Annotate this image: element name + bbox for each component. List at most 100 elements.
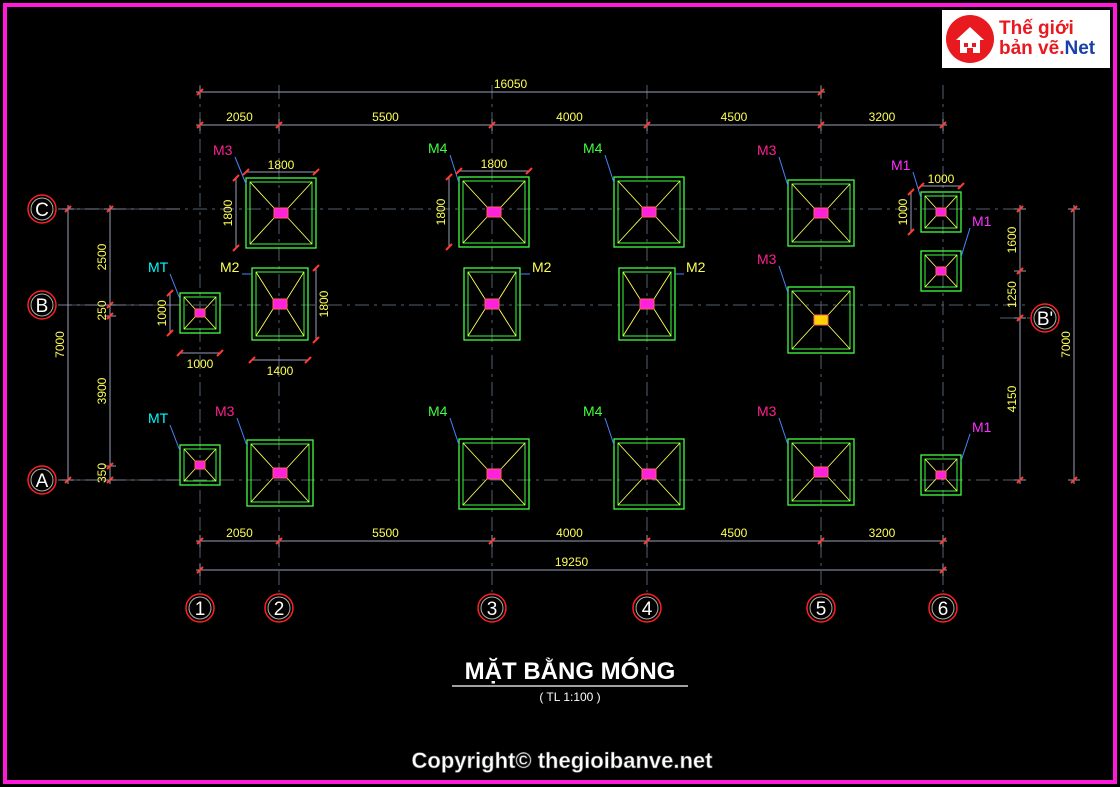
dimension-label: 16050 xyxy=(494,77,528,91)
drawing-scale: ( TL 1:100 ) xyxy=(539,690,600,704)
dimension-tick xyxy=(232,244,240,252)
footing-slope-line xyxy=(250,443,274,469)
footing: M4 xyxy=(583,403,685,510)
footing-slope-line xyxy=(945,195,958,209)
footing-inner xyxy=(791,290,851,350)
footing-label: M4 xyxy=(583,140,603,156)
grid-bubble-outer xyxy=(1030,303,1060,333)
grid-bubble-outer xyxy=(928,593,958,623)
footing-slope-line xyxy=(286,308,305,337)
footing-slope-line xyxy=(183,448,196,462)
label-leader xyxy=(449,417,460,446)
dimension-tick xyxy=(939,566,947,574)
footing-slope-line xyxy=(827,290,851,316)
dimension-tick xyxy=(275,537,283,545)
footing-slope-line xyxy=(467,308,486,337)
footing-slope-line xyxy=(500,180,526,208)
grid-bubble-label: C xyxy=(35,200,49,221)
footing-slope-line xyxy=(250,477,274,503)
footing-slope-line xyxy=(255,271,274,300)
grid-bubble-inner xyxy=(635,596,659,620)
footing-height-label: 1000 xyxy=(155,299,169,326)
footing-height-label: 1800 xyxy=(317,290,331,317)
footing-slope-line xyxy=(462,216,488,244)
column-section xyxy=(935,266,947,276)
grid-bubble-label: 4 xyxy=(642,599,653,620)
footing-slope-line xyxy=(924,478,937,492)
label-leader xyxy=(169,424,181,452)
column-section xyxy=(194,460,206,470)
footing-slope-line xyxy=(183,296,196,310)
grid-bubble-inner xyxy=(30,468,54,492)
dimension-tick xyxy=(939,537,947,545)
footing-slope-line xyxy=(617,478,643,506)
footing: M3 xyxy=(215,403,314,507)
dimension-tick xyxy=(907,228,915,236)
footing-label: M3 xyxy=(757,142,777,158)
label-leader xyxy=(960,227,971,258)
footing-slope-line xyxy=(617,216,643,244)
logo: Thế giới bản vẽ.Net xyxy=(942,10,1110,68)
dimension-tick xyxy=(248,356,256,364)
dimension-label: 2050 xyxy=(226,110,253,124)
dimension-tick xyxy=(1016,205,1024,213)
footing: M2 xyxy=(463,259,552,341)
dimension-tick xyxy=(196,566,204,574)
footing-slope-line xyxy=(827,476,851,502)
footing-outer xyxy=(613,176,685,248)
grid-bubble-outer xyxy=(27,290,57,320)
footing-slope-line xyxy=(622,271,641,300)
grid-bubble-outer xyxy=(27,465,57,495)
dimension-label: 3200 xyxy=(869,526,896,540)
dimension-label: 2050 xyxy=(226,526,253,540)
footing-outer xyxy=(787,286,855,354)
label-leader xyxy=(778,265,789,294)
footing-width-label: 1800 xyxy=(481,157,508,171)
dimension-tick xyxy=(275,121,283,129)
column-section xyxy=(273,207,289,219)
column-section xyxy=(639,298,655,310)
footing: M4 xyxy=(583,140,685,248)
footing-inner xyxy=(622,271,672,337)
column-section xyxy=(813,207,829,219)
footing-slope-line xyxy=(791,217,815,243)
footing-slope-line xyxy=(655,180,681,208)
dimension-label: 4000 xyxy=(556,526,583,540)
dimension-tick xyxy=(1016,267,1024,275)
grid-bubble-inner xyxy=(30,197,54,221)
dimension-tick xyxy=(1070,205,1078,213)
footing-label: M3 xyxy=(215,403,235,419)
footing-slope-line xyxy=(498,308,517,337)
grid-bubble-outer xyxy=(185,593,215,623)
column-section xyxy=(935,207,947,217)
dimension-tick xyxy=(312,336,320,344)
footing: MT xyxy=(148,410,221,486)
footing-slope-line xyxy=(183,316,196,330)
column-section xyxy=(641,468,657,480)
logo-line-1: Thế giới xyxy=(999,18,1074,39)
logo-line-2b: Net xyxy=(1064,38,1096,59)
footing-label: M1 xyxy=(891,157,911,173)
footing-inner xyxy=(250,443,310,503)
footing-label: MT xyxy=(148,410,169,426)
footing-label: M1 xyxy=(972,419,992,435)
footing-label: M2 xyxy=(686,259,706,275)
footing-slope-line xyxy=(286,443,310,469)
footing-inner xyxy=(924,458,958,492)
footing-slope-line xyxy=(791,183,815,209)
footing-slope-line xyxy=(462,442,488,470)
label-leader xyxy=(960,433,971,462)
footing-label: M4 xyxy=(583,403,603,419)
footing-slope-line xyxy=(655,478,681,506)
footing-outer xyxy=(920,454,962,496)
footing-label: M1 xyxy=(972,213,992,229)
footing-slope-line xyxy=(500,216,526,244)
dimension-tick xyxy=(525,167,533,175)
footing-outer xyxy=(787,179,855,247)
dimension-tick xyxy=(166,329,174,337)
footing-outer xyxy=(245,177,317,249)
footing: M3 xyxy=(757,251,855,354)
grid-bubble: B' xyxy=(1030,303,1060,333)
footing-slope-line xyxy=(924,254,937,268)
